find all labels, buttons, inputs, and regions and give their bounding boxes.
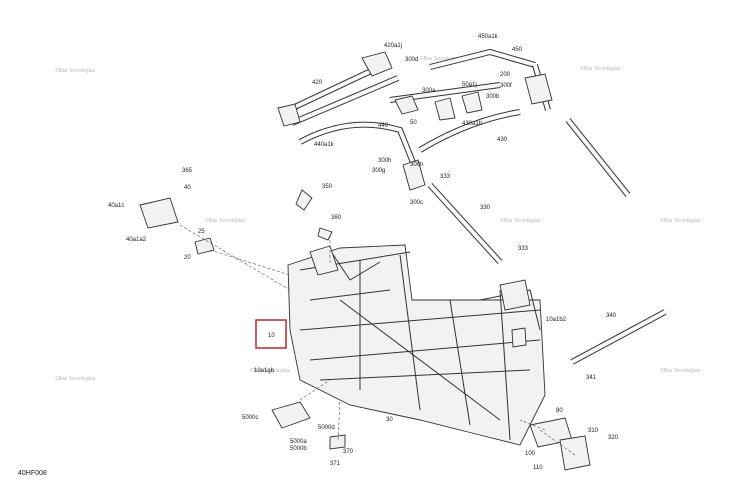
part-labels: 420a1j 450a1k 450 300d 420 50a1j 200 300f 300a 30… — [108, 34, 619, 471]
part-label: 350 — [322, 184, 333, 190]
watermark: ©Bas Tecnologías — [660, 367, 701, 374]
part-label: 30 — [386, 417, 393, 423]
part-label: 40a1a2 — [126, 237, 147, 243]
highlight-box — [255, 319, 287, 349]
part-label: 300c — [410, 200, 423, 206]
watermark-layer: ©Bas Tecnologías ©Bas Tecnologías ©Bas Tec… — [55, 55, 701, 382]
figure-code: 40HF008 — [18, 470, 47, 477]
part-label: 5000a — [290, 439, 307, 445]
part-label: 310 — [588, 428, 599, 434]
part-label: 80 — [556, 408, 563, 414]
part-label: 5000d — [318, 425, 335, 431]
part-label: 420 — [312, 80, 323, 86]
rear-support-tubes — [295, 118, 667, 365]
watermark: ©Bas Tecnologías — [55, 375, 96, 382]
part-label: 200 — [500, 72, 511, 78]
part-label: 50 — [410, 120, 417, 126]
part-label: 10 — [268, 333, 275, 339]
part-label: 40a1c — [108, 203, 124, 209]
part-label: 300h — [378, 158, 391, 164]
part-label: 110 — [533, 465, 543, 471]
part-label: 300b — [486, 94, 500, 100]
part-label: 320 — [608, 435, 619, 441]
watermark: ©Bas Tecnologías — [500, 217, 541, 224]
watermark: ©Bas Tecnologías — [660, 217, 701, 224]
part-label: 300d — [405, 57, 418, 63]
part-label: 20 — [184, 255, 191, 261]
part-label: 25 — [198, 229, 205, 235]
part-label: 430a1h — [462, 121, 482, 127]
part-label: 440 — [378, 123, 389, 129]
part-label: 5000c — [242, 415, 258, 421]
part-label: 333 — [518, 246, 529, 252]
part-label: 430 — [497, 137, 508, 143]
assembly-lines — [179, 224, 576, 456]
part-label: 300a — [422, 88, 436, 94]
watermark: ©Bas Tecnologías — [250, 367, 291, 374]
part-label: 365 — [182, 168, 193, 174]
main-frame — [287, 244, 546, 446]
small-parts — [139, 197, 591, 471]
part-label: 100 — [525, 451, 536, 457]
part-label: 330 — [480, 205, 491, 211]
part-label: 420a1j — [384, 43, 402, 49]
part-label: 370 — [343, 449, 354, 455]
watermark: ©Bas Tecnologías — [205, 217, 246, 224]
part-label: 450 — [512, 47, 523, 53]
watermark: ©Bas Tecnologías — [420, 55, 461, 62]
roll-cage-upper — [277, 48, 553, 191]
part-label: 50a1j — [462, 82, 477, 88]
part-label: 10a1b2 — [546, 317, 567, 323]
part-label: 333 — [440, 174, 451, 180]
watermark: ©Bas Tecnologías — [55, 67, 96, 74]
part-label: 440a1k — [314, 142, 335, 148]
part-label: 10a1gb — [254, 368, 275, 374]
part-label: 450a1k — [478, 34, 499, 40]
part-label: 360 — [331, 215, 342, 221]
part-label: 5000b — [290, 446, 307, 452]
part-label: 300f — [500, 83, 512, 89]
part-label: 340 — [606, 313, 617, 319]
part-label: 371 — [330, 461, 341, 467]
part-label: 300h — [410, 162, 423, 168]
watermark: ©Bas Tecnologías — [580, 65, 621, 72]
part-label: 341 — [586, 375, 597, 381]
part-label: 300g — [372, 168, 385, 174]
part-label: 40 — [184, 185, 191, 191]
